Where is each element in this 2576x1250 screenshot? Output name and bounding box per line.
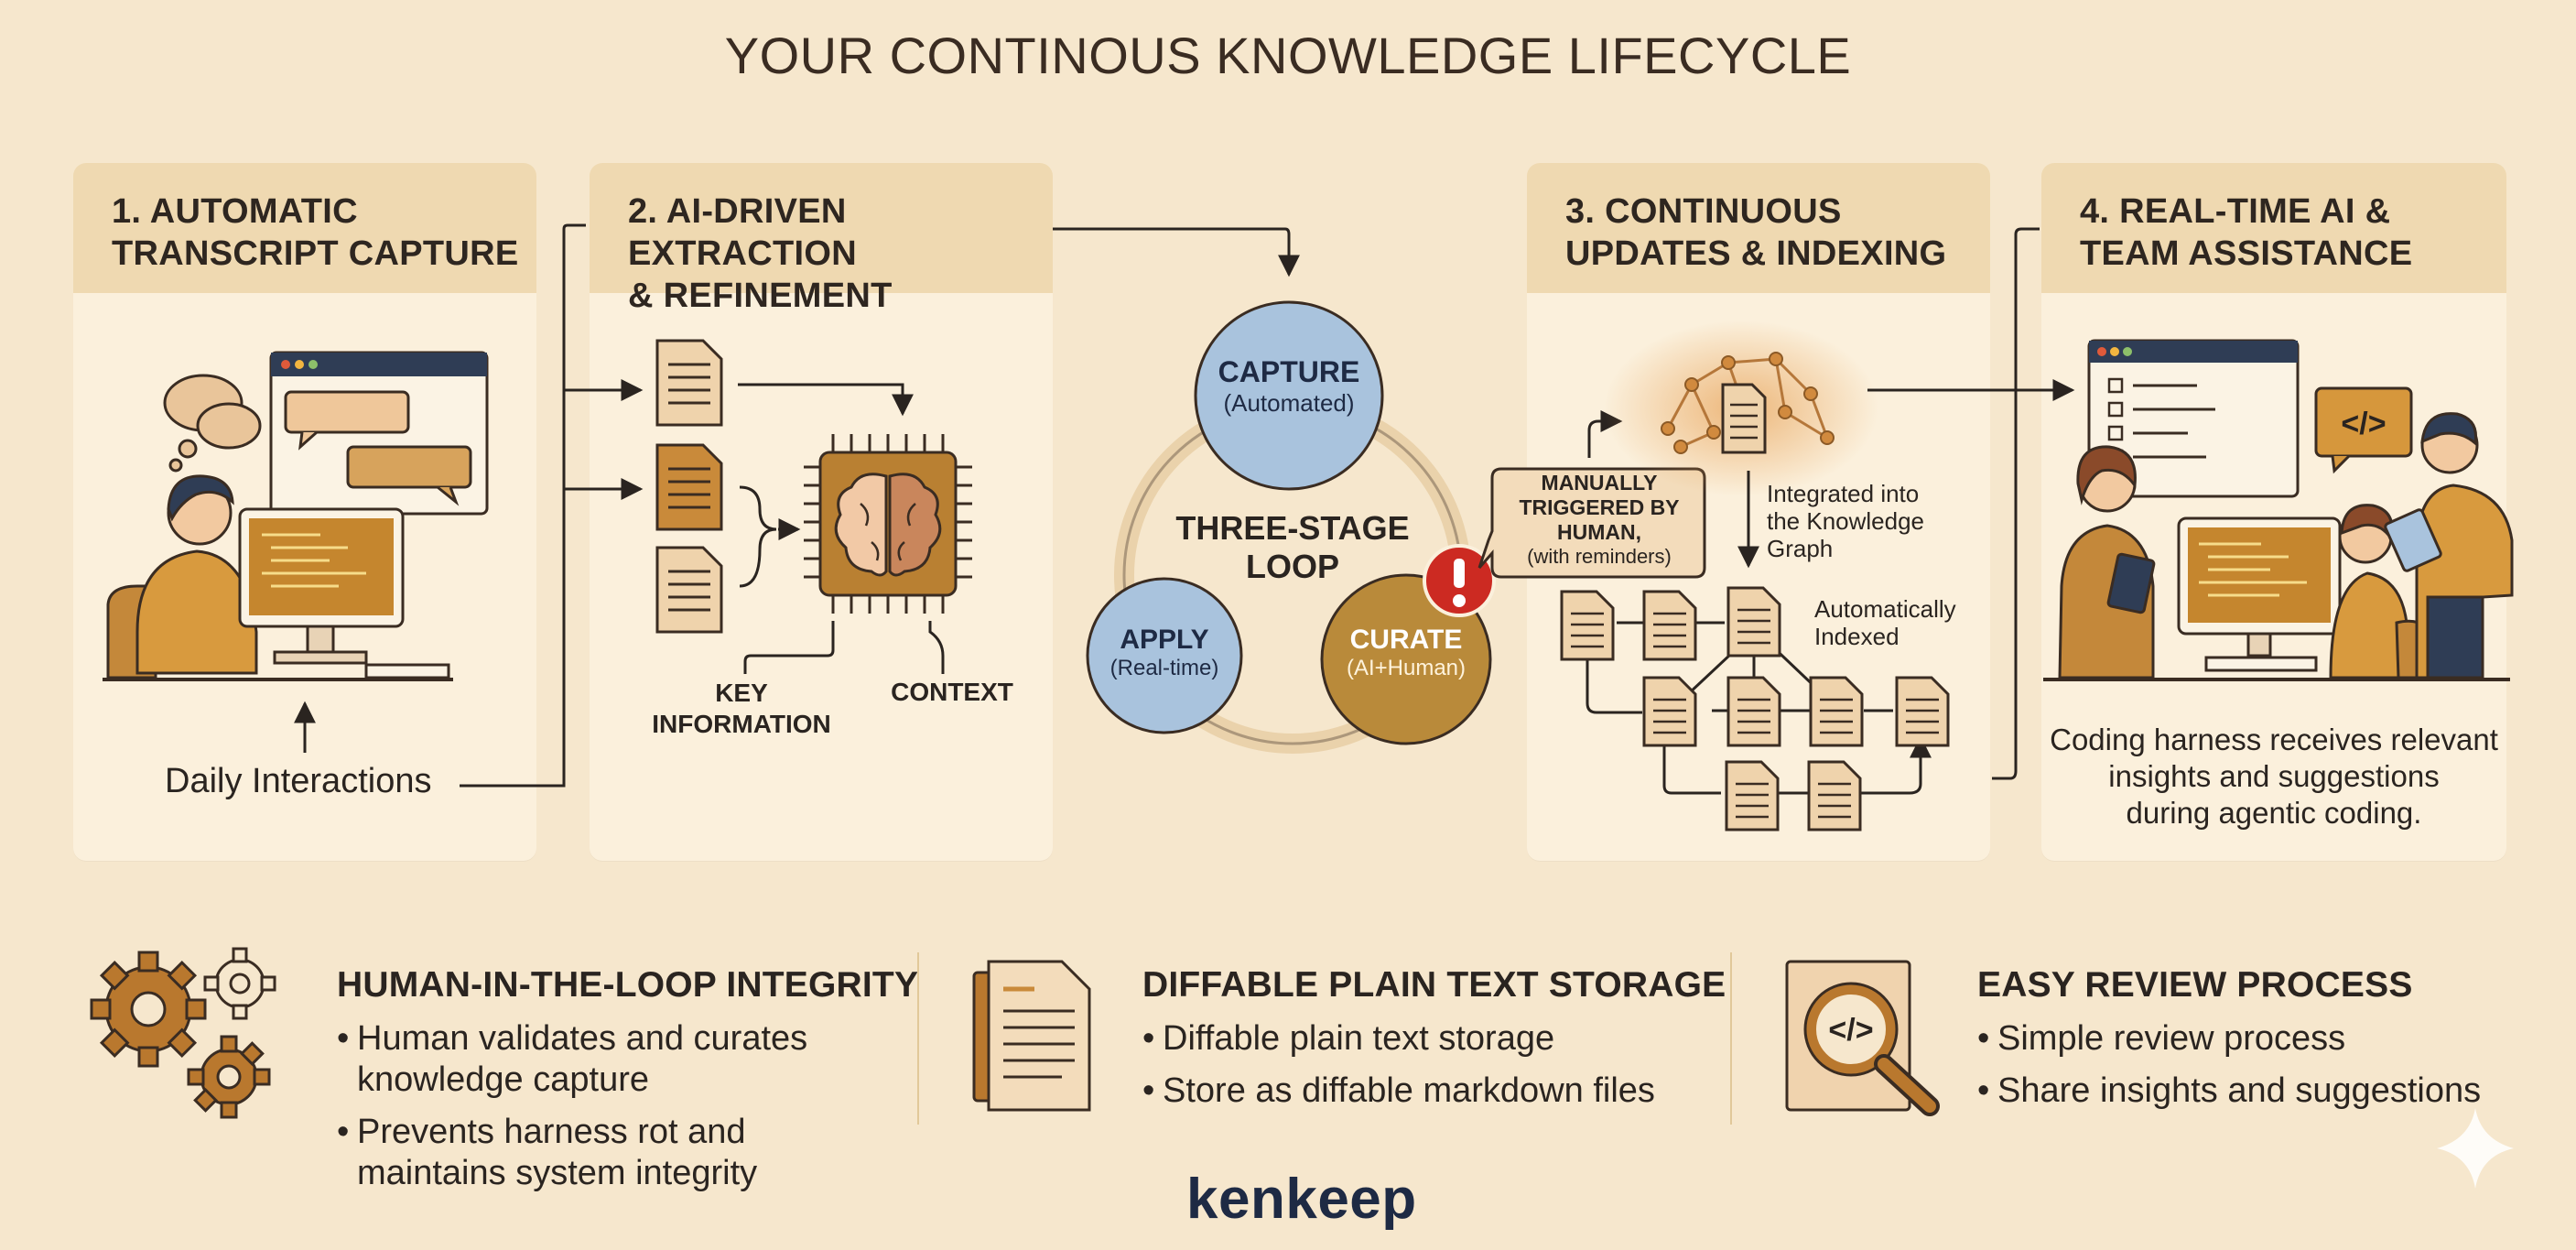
- curate-label: CURATE (AI+Human): [1324, 625, 1488, 681]
- apply-name: APPLY: [1120, 625, 1209, 655]
- loop-center-label: THREE-STAGE LOOP: [1175, 509, 1410, 585]
- document-icon: [655, 546, 723, 634]
- bullet-item: Human validates and curates knowledge ca…: [337, 1018, 886, 1101]
- panel-header: [590, 163, 1053, 293]
- daily-interactions-label: Daily Interactions: [165, 762, 432, 800]
- team-illustration: [2043, 412, 2514, 681]
- indexed-label: Automatically Indexed: [1814, 595, 1956, 650]
- gears-icon: [90, 947, 276, 1119]
- alert-icon: [1423, 544, 1496, 617]
- svg-text:</>: </>: [1828, 1013, 1873, 1048]
- integrated-label: Integrated into the Knowledge Graph: [1767, 480, 1925, 562]
- paper-stack-icon: [972, 960, 1091, 1112]
- page-title: YOUR CONTINOUS KNOWLEDGE LIFECYCLE: [724, 27, 1852, 84]
- curate-name: CURATE: [1349, 625, 1463, 655]
- person-at-computer: [103, 474, 453, 681]
- apply-circle: [1086, 577, 1243, 734]
- sparkle-icon: [2437, 1108, 2514, 1189]
- chat-window-icon: [269, 351, 489, 516]
- knowledge-graph-icon: [1604, 321, 1878, 496]
- panel-header: [73, 163, 536, 293]
- capture-label: CAPTURE (Automated): [1197, 355, 1380, 418]
- bottom-title-storage: DIFFABLE PLAIN TEXT STORAGE: [1142, 965, 1726, 1005]
- apply-sub: (Real-time): [1109, 656, 1219, 680]
- panel-title: 2. AI-DRIVEN EXTRACTION & REFINEMENT: [628, 192, 893, 315]
- code-icon: </>: [2314, 386, 2413, 474]
- bullet-item: Simple review process: [1977, 1018, 2563, 1060]
- bullet-item: Store as diffable markdown files: [1142, 1071, 1728, 1112]
- manual-trigger-sub: (with reminders): [1527, 545, 1672, 568]
- app-window-icon: [2087, 339, 2300, 498]
- integrity-bullets: Human validates and curates knowledge ca…: [337, 1018, 886, 1205]
- svg-text:</>: </>: [2341, 407, 2386, 441]
- panel-header: [2041, 163, 2506, 293]
- divider: [917, 952, 919, 1125]
- tablet-icon: [2106, 552, 2156, 614]
- document-icon: [655, 443, 723, 531]
- curate-sub: (AI+Human): [1346, 656, 1467, 680]
- bottom-title-integrity: HUMAN-IN-THE-LOOP INTEGRITY: [337, 965, 919, 1005]
- apply-label: APPLY (Real-time): [1088, 625, 1241, 681]
- bullet-item: Share insights and suggestions: [1977, 1071, 2563, 1112]
- thought-bubble-icon: [163, 374, 262, 473]
- capture-circle: [1194, 300, 1384, 491]
- capture-sub: (Automated): [1223, 389, 1355, 417]
- divider: [1730, 952, 1732, 1125]
- indexed-documents: [1560, 586, 1950, 832]
- panel-header: [1527, 163, 1990, 293]
- manual-trigger-text: MANUALLY TRIGGERED BY HUMAN,: [1519, 471, 1680, 544]
- curate-circle: [1320, 573, 1492, 745]
- bullet-item: Prevents harness rot and maintains syste…: [337, 1112, 886, 1194]
- document-icon: [655, 339, 723, 427]
- brain-chip-icon: [804, 434, 972, 614]
- panel-title: 1. AUTOMATIC TRANSCRIPT CAPTURE: [112, 192, 519, 273]
- capture-name: CAPTURE: [1218, 355, 1360, 388]
- storage-bullets: Diffable plain text storage Store as dif…: [1142, 1018, 1728, 1123]
- panel-title: 4. REAL-TIME AI & TEAM ASSISTANCE: [2080, 192, 2413, 273]
- panel-title: 3. CONTINUOUS UPDATES & INDEXING: [1565, 192, 1947, 273]
- assistance-caption: Coding harness receives relevant insight…: [2050, 723, 2498, 830]
- review-bullets: Simple review process Share insights and…: [1977, 1018, 2563, 1123]
- key-information-label: KEY INFORMATION: [652, 679, 831, 738]
- manual-trigger-label: MANUALLY TRIGGERED BY HUMAN, (with remin…: [1496, 471, 1703, 569]
- bullet-item: Diffable plain text storage: [1142, 1018, 1728, 1060]
- bottom-title-review: EASY REVIEW PROCESS: [1977, 965, 2413, 1005]
- code-magnifier-icon: </>: [1785, 960, 1940, 1116]
- brand-logo: kenkeep: [1186, 1168, 1417, 1231]
- context-label: CONTEXT: [891, 678, 1013, 706]
